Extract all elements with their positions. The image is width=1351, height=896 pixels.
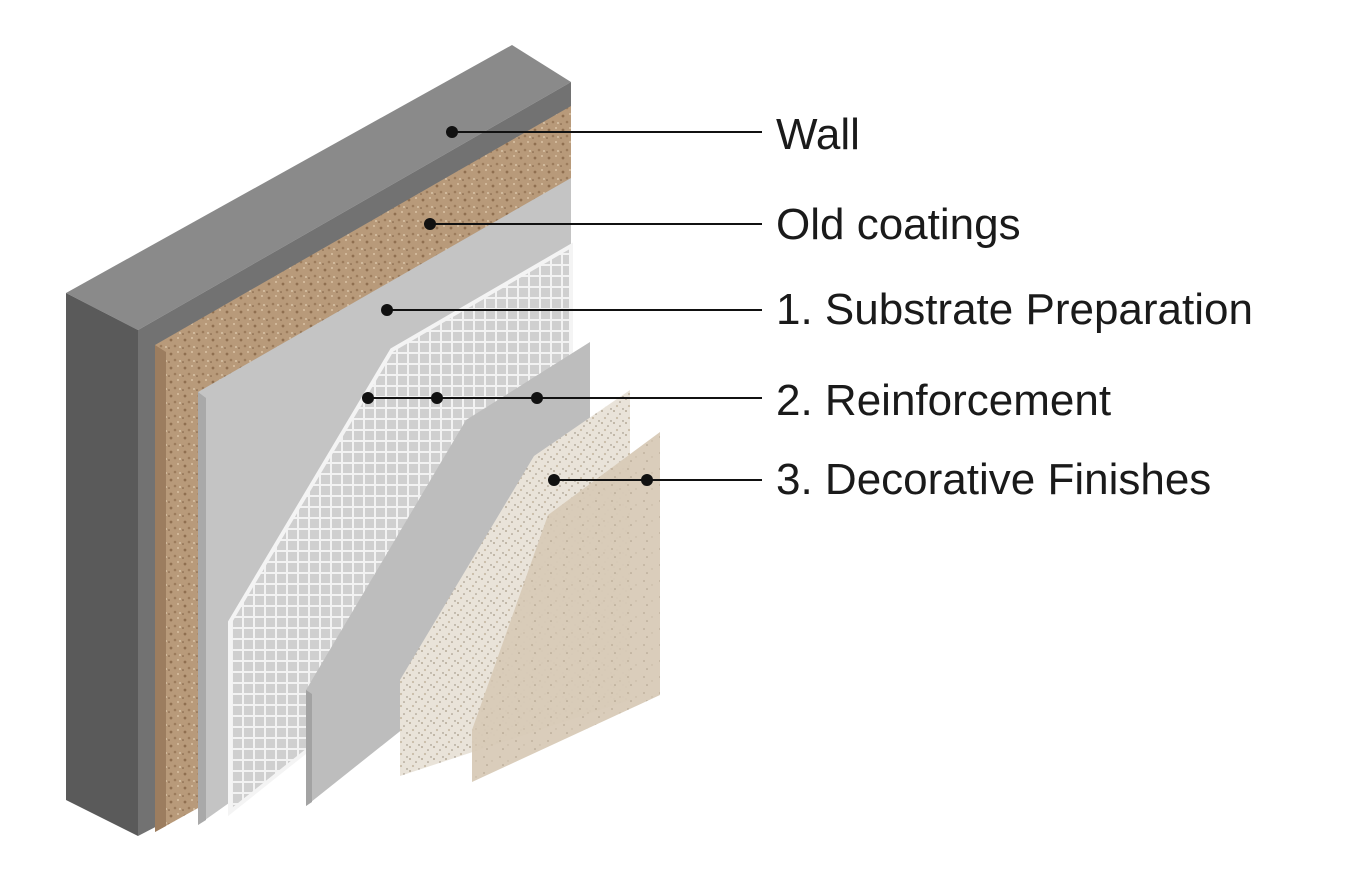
basecoat-layer	[306, 342, 590, 806]
decorative-finish-layer	[472, 432, 660, 782]
label-substrate-preparation: 1. Substrate Preparation	[776, 285, 1253, 334]
wall-side-face	[66, 293, 138, 836]
label-reinforcement: 2. Reinforcement	[776, 376, 1112, 425]
label-old-coatings: Old coatings	[776, 200, 1021, 249]
label-decorative-finishes: 3. Decorative Finishes	[776, 455, 1212, 504]
label-wall: Wall	[776, 110, 860, 159]
wall-top-face	[66, 45, 571, 330]
substrate-edge	[198, 392, 206, 825]
basecoat-edge	[306, 690, 312, 806]
old-coatings-edge	[155, 345, 166, 832]
leaders	[362, 126, 762, 486]
